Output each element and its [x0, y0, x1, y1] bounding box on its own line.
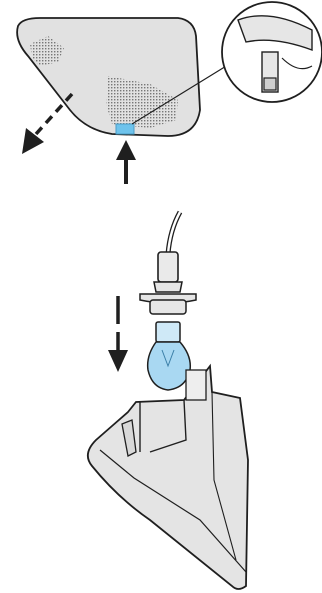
lamp-housing — [88, 366, 248, 589]
release-tab — [116, 124, 134, 134]
detail-magnifier — [222, 2, 322, 102]
arrow-down-icon — [108, 296, 128, 372]
light-bulb — [148, 322, 191, 390]
arrow-up-icon — [116, 140, 136, 184]
bulb-socket — [140, 212, 196, 314]
